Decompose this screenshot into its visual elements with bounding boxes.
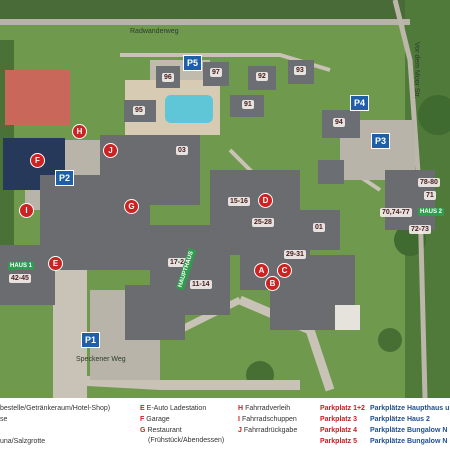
road-label-speckener-weg: Speckener Weg [76, 356, 126, 363]
legend-parking: Parkplatz 5 [320, 438, 357, 445]
legend-parking-detail: Parkplätze Haus 2 [370, 416, 430, 423]
marker-a[interactable]: A [254, 263, 269, 278]
building-label: 92 [256, 72, 268, 81]
haus-1-label: HAUS 1 [8, 262, 35, 270]
legend-parking-detail: Parkplätze Bungalow N [370, 427, 448, 434]
marker-f[interactable]: F [30, 153, 45, 168]
legend-item: se [0, 416, 8, 423]
building-label: 42-45 [9, 274, 31, 283]
road-label-radwanderweg: Radwanderweg [130, 28, 179, 35]
building-label: 70,74-77 [380, 208, 412, 217]
marker-g[interactable]: G [124, 199, 139, 214]
legend-parking-detail: Parkplätze Haupthaus u [370, 405, 450, 412]
haus-2-label: HAUS 2 [418, 208, 445, 216]
building-label: 91 [242, 100, 254, 109]
building-label: 01 [313, 223, 325, 232]
legend-parking: Parkplatz 3 [320, 416, 357, 423]
building-label: 29-31 [284, 250, 306, 259]
legend-item-g-note: (Frühstück/Abendessen) [148, 437, 225, 444]
building-label: 17-24 [168, 258, 190, 267]
road-label-vor-dem-moor: Vor dem Moor Str. [413, 42, 420, 99]
legend-parking: Parkplatz 4 [320, 427, 357, 434]
building-label: 96 [162, 73, 174, 82]
building-label: 15-16 [228, 197, 250, 206]
marker-i[interactable]: I [19, 203, 34, 218]
building-label: 78-80 [418, 178, 440, 187]
building-label: 93 [294, 66, 306, 75]
parking-badge-p3[interactable]: P3 [371, 133, 391, 149]
parking-badge-p2[interactable]: P2 [55, 170, 75, 186]
building-label: 03 [176, 146, 188, 155]
parking-badge-p1[interactable]: P1 [81, 332, 101, 348]
marker-j[interactable]: J [103, 143, 118, 158]
aerial-image [0, 0, 450, 398]
legend-parking: Parkplatz 1+2 [320, 405, 365, 412]
legend-item: bestelle/Getränkeraum/Hotel-Shop) [0, 405, 111, 412]
map-legend: bestelle/Getränkeraum/Hotel-Shop) se una… [0, 398, 450, 450]
building-label: 71 [424, 191, 436, 200]
legend-item: una/Salzgrotte [0, 438, 46, 445]
parking-badge-p5[interactable]: P5 [183, 55, 203, 71]
building-label: 72-73 [409, 225, 431, 234]
marker-c[interactable]: C [277, 263, 292, 278]
building-label: 95 [133, 106, 145, 115]
parking-badge-p4[interactable]: P4 [350, 95, 370, 111]
marker-b[interactable]: B [265, 276, 280, 291]
building-label: 11-14 [190, 280, 212, 289]
marker-d[interactable]: D [258, 193, 273, 208]
building-label: 94 [333, 118, 345, 127]
building-label: 25-28 [252, 218, 274, 227]
legend-parking-detail: Parkplätze Bungalow N [370, 438, 448, 445]
marker-e[interactable]: E [48, 256, 63, 271]
marker-h[interactable]: H [72, 124, 87, 139]
building-label: 97 [210, 68, 222, 77]
